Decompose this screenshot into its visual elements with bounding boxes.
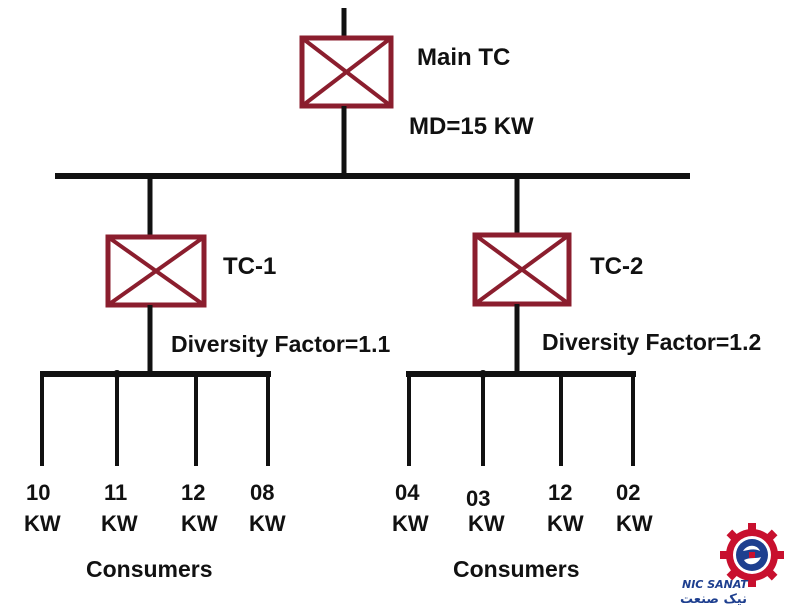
consumer-load-unit: KW <box>101 511 138 536</box>
tc2-label: TC-2 <box>590 253 643 280</box>
consumer-load-unit: KW <box>249 511 286 536</box>
consumers-group-label: Consumers <box>453 556 580 582</box>
main-transformer-symbol <box>299 35 394 109</box>
consumer-load-unit: KW <box>468 511 505 536</box>
nic-sanat-logo: NIC SANAT نیک صنعت <box>680 523 784 607</box>
logo-text-persian: نیک صنعت <box>680 592 747 607</box>
consumers-group-label: Consumers <box>86 556 213 582</box>
consumer-load-value: 11 <box>104 480 127 505</box>
consumer-load-value: 12 <box>548 480 572 505</box>
consumer-load-value: 02 <box>616 480 640 505</box>
consumer-load-unit: KW <box>24 511 61 536</box>
consumer-load-value: 10 <box>26 480 50 505</box>
main-transformer-label: Main TC <box>417 44 510 71</box>
tc2-diversity-factor: Diversity Factor=1.2 <box>542 329 761 355</box>
consumer-load-value: 03 <box>466 486 490 511</box>
tc1-transformer-symbol <box>105 234 207 308</box>
consumer-load-value: 12 <box>181 480 205 505</box>
consumer-load-value: 08 <box>250 480 274 505</box>
consumer-load-value: 04 <box>395 480 420 505</box>
consumer-load-unit: KW <box>616 511 653 536</box>
consumer-load-unit: KW <box>181 511 218 536</box>
logo-text: NIC SANAT <box>682 578 749 591</box>
tc1-label: TC-1 <box>223 253 276 280</box>
tc2-transformer-symbol <box>472 232 572 307</box>
gear-icon <box>720 523 784 587</box>
tc1-diversity-factor: Diversity Factor=1.1 <box>171 331 390 357</box>
main-max-demand-label: MD=15 KW <box>409 113 534 140</box>
consumer-load-unit: KW <box>547 511 584 536</box>
consumer-load-unit: KW <box>392 511 429 536</box>
